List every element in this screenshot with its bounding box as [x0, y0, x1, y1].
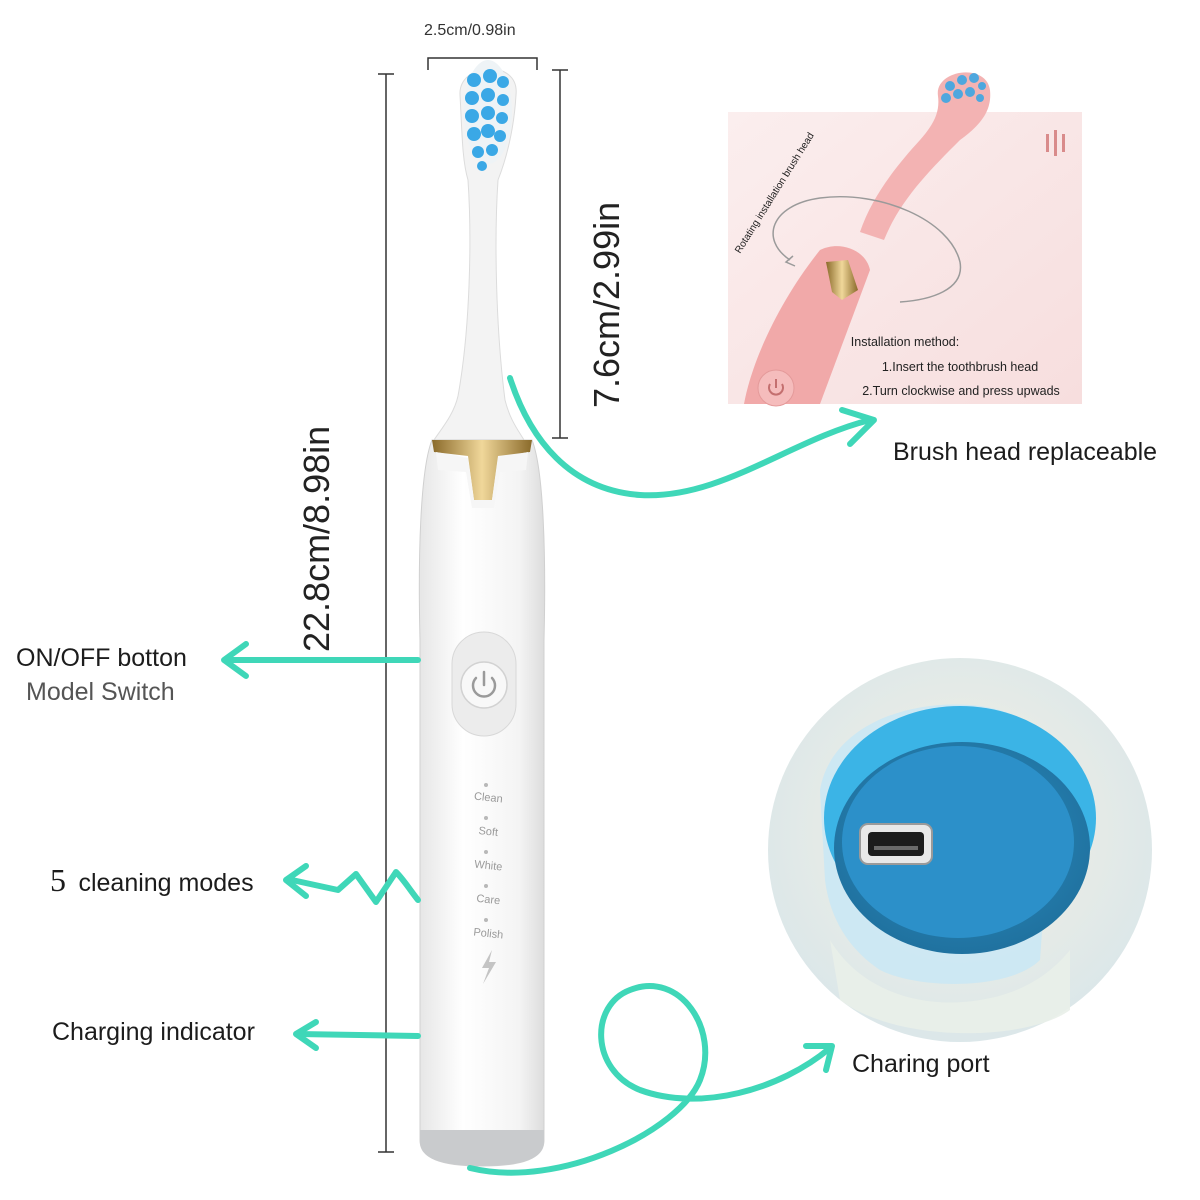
head-length-bracket: [552, 69, 568, 439]
usb-port-icon: [859, 823, 933, 865]
power-icon: [471, 670, 497, 698]
installation-inset: Rotating installation brush head Install…: [728, 72, 1082, 407]
arrow-charging-indicator: [295, 1031, 421, 1039]
power-button-callout: ON/OFF botton: [16, 644, 187, 672]
charging-indicator-callout: Charging indicator: [52, 1018, 255, 1046]
bristles: [465, 69, 509, 171]
mode-dots: [484, 783, 488, 922]
head-width-dimension: 2.5cm/0.98in: [424, 22, 516, 39]
modes-number: 5: [50, 862, 66, 898]
head-length-dimension: 7.6cm/2.99in: [586, 201, 627, 408]
model-switch-callout: Model Switch: [26, 678, 175, 706]
charging-port-callout: Charing port: [852, 1050, 990, 1078]
total-length-dimension: 22.8cm/8.98in: [296, 425, 337, 652]
arrow-brush-head: [507, 375, 873, 499]
charging-port-inset: [768, 658, 1152, 1042]
installation-step2: 2.Turn clockwise and press upwads: [862, 384, 1060, 398]
brush-head: [433, 60, 525, 441]
mode-label-soft: Soft: [478, 825, 499, 839]
gold-collar: [432, 440, 532, 500]
mode-label-polish: Polish: [473, 926, 504, 941]
arrow-modes: [289, 869, 421, 905]
brush-handle: [418, 439, 546, 1167]
modes-callout: 5 cleaning modes: [50, 862, 254, 899]
brush-head-callout: Brush head replaceable: [893, 438, 1158, 466]
installation-title: Installation method:: [851, 335, 959, 349]
callout-arrows: [221, 375, 877, 1176]
installation-step1: 1.Insert the toothbrush head: [882, 360, 1038, 374]
head-width-bracket: [427, 57, 538, 70]
modes-text: cleaning modes: [78, 869, 254, 897]
handle-base: [420, 1130, 544, 1166]
dimension-lines: [378, 57, 568, 1153]
total-length-bracket: [378, 73, 394, 1153]
arrow-charging-port: [467, 983, 833, 1176]
lightning-icon: [482, 950, 496, 984]
mode-label-care: Care: [476, 893, 501, 907]
mode-label-white: White: [474, 859, 503, 874]
power-button[interactable]: [451, 631, 517, 737]
mode-label-clean: Clean: [473, 791, 503, 806]
